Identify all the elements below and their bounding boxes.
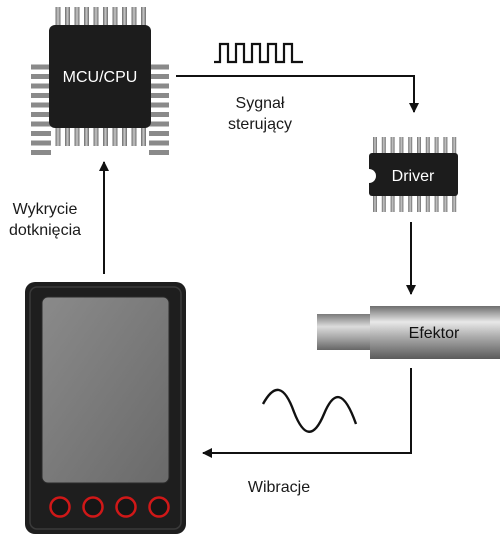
mcu-pin (31, 140, 51, 146)
driver-pin (452, 194, 457, 212)
driver-pin (434, 194, 439, 212)
mcu-pins (31, 7, 169, 155)
mcu-pin (122, 7, 127, 27)
driver-pin (390, 137, 395, 155)
mcu-pin (149, 140, 169, 146)
driver-notch (369, 169, 376, 183)
mcu-pin (122, 126, 127, 146)
device-button (148, 496, 170, 518)
mcu-pin (31, 93, 51, 98)
sine-wave-icon (261, 388, 358, 433)
touch-label-line1: Wykrycie (13, 201, 78, 218)
driver-chip: Driver (369, 137, 458, 212)
touch-label-line2: dotknięcia (9, 222, 81, 239)
driver-pin (452, 137, 457, 155)
mcu-body (49, 25, 151, 128)
driver-pin (425, 137, 430, 155)
device-buttons (49, 496, 170, 518)
driver-label: Driver (392, 168, 435, 185)
driver-pin (408, 194, 413, 212)
mcu-pin (31, 112, 51, 117)
handheld-device (25, 282, 186, 534)
mcu-pin (149, 150, 169, 155)
mcu-pin (31, 150, 51, 155)
driver-pin (390, 194, 395, 212)
mcu-pin (112, 126, 118, 146)
driver-pin (381, 137, 386, 155)
mcu-pin (103, 126, 108, 146)
mcu-pin (131, 7, 137, 27)
mcu-pin (141, 7, 146, 27)
effector-body (370, 306, 500, 359)
mcu-pin (93, 7, 99, 27)
driver-pin (373, 194, 377, 212)
mcu-pin (112, 7, 118, 27)
driver-pin (443, 194, 448, 212)
driver-pin (417, 194, 421, 212)
mcu-pin (31, 83, 51, 89)
mcu-pin (31, 121, 51, 127)
mcu-pin (65, 126, 70, 146)
driver-pin (373, 137, 377, 155)
driver-pin (381, 194, 386, 212)
driver-pins (373, 137, 457, 212)
mcu-pin (84, 7, 89, 27)
mcu-pin (149, 93, 169, 98)
mcu-pin (149, 83, 169, 89)
mcu-pin (31, 102, 51, 108)
effector: Efektor (317, 306, 500, 359)
mcu-pin (149, 131, 169, 136)
mcu-pin (149, 121, 169, 127)
driver-pin (399, 137, 404, 155)
signal-arrow (176, 75, 419, 113)
mcu-pin (103, 7, 108, 27)
mcu-label: MCU/CPU (63, 69, 138, 86)
vibration-label: Wibracje (248, 479, 310, 496)
effector-shaft (317, 314, 375, 350)
mcu-pin (31, 131, 51, 136)
mcu-pin (149, 74, 169, 79)
device-bezel (29, 286, 182, 530)
driver-pin (434, 137, 439, 155)
signal-label-line1: Sygnał (236, 95, 285, 112)
square-wave-icon (214, 42, 303, 64)
driver-pin (417, 137, 421, 155)
mcu-pin (141, 126, 146, 146)
mcu-pin (131, 126, 137, 146)
mcu-pin (55, 126, 61, 146)
driver-body (369, 153, 458, 196)
signal-label-line2: sterujący (228, 116, 292, 133)
driver-pin (408, 137, 413, 155)
mcu-pin (74, 126, 80, 146)
driver-pin (399, 194, 404, 212)
mcu-pin (74, 7, 80, 27)
mcu-pin (31, 64, 51, 70)
mcu-pin (149, 112, 169, 117)
mcu-pin (31, 74, 51, 79)
mcu-pin (149, 64, 169, 70)
mcu-pin (93, 126, 99, 146)
driver-pin (425, 194, 430, 212)
driver-pin (443, 137, 448, 155)
effector-label: Efektor (409, 325, 460, 342)
device-button (82, 496, 104, 518)
device-button (115, 496, 137, 518)
mcu-pin (84, 126, 89, 146)
device-screen (41, 296, 170, 484)
mcu-chip: MCU/CPU (31, 7, 169, 155)
mcu-pin (149, 102, 169, 108)
mcu-pin (55, 7, 61, 27)
mcu-pin (65, 7, 70, 27)
device-button (49, 496, 71, 518)
vibration-arrow (202, 368, 412, 458)
